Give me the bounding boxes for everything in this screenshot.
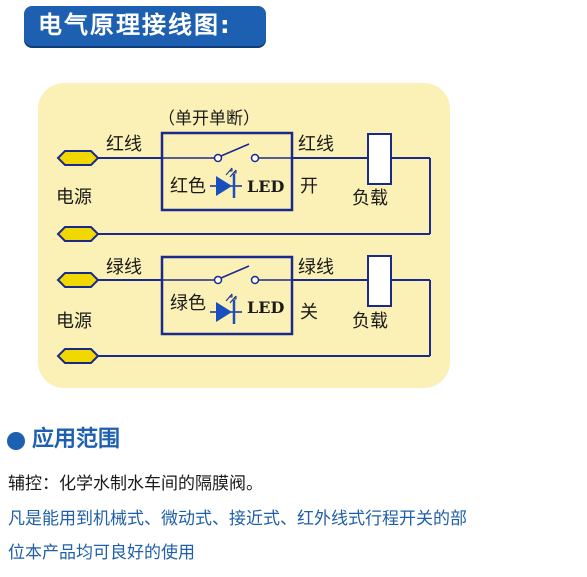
switch-box-top [160, 131, 294, 212]
circuit-bottom: 绿线 绿线 绿色 LED 关 电源 负载 [56, 255, 431, 364]
led-top-rays [225, 167, 237, 178]
load-top [367, 133, 392, 185]
led-top-triangle [216, 176, 232, 196]
application-title: 应用范围 [32, 427, 121, 452]
application-line-3: 位本产品均可良好的使用 [8, 543, 195, 563]
wire-bottom-out-label: 绿线 [298, 257, 334, 278]
diagram-panel [38, 83, 450, 388]
section-bullet-icon [7, 432, 25, 450]
switch-box-bottom [160, 255, 294, 336]
terminal-bottom-2 [56, 348, 100, 364]
source-bottom-label: 电源 [56, 311, 92, 332]
wire-top-in-label: 红线 [106, 134, 142, 155]
indicator-top-led-label: LED [247, 177, 284, 196]
terminal-bottom-1 [56, 272, 100, 288]
terminal-top-2 [56, 226, 100, 242]
switch-top-lever [220, 143, 250, 157]
source-top-label: 电源 [56, 187, 92, 208]
load-bottom-label: 负载 [352, 311, 388, 332]
indicator-bottom-led-label: LED [247, 298, 284, 317]
mode-label: （单开单断） [158, 109, 260, 129]
header-banner [24, 6, 266, 46]
indicator-top-color-label: 红色 [170, 176, 206, 197]
terminal-top-1 [56, 150, 100, 166]
switch-top-contact-left [213, 153, 223, 163]
wire-top-out-label: 红线 [298, 134, 334, 155]
load-top-label: 负载 [352, 188, 388, 209]
switch-bottom-lever [220, 265, 250, 279]
wiring-diagram: （单开单断） 红线 红线 红色 LED 开 电源 负载 绿线 绿线 绿色 LED… [38, 83, 450, 388]
application-line-1: 辅控：化学水制水车间的隔膜阀。 [8, 474, 263, 494]
led-bottom-triangle [216, 302, 232, 322]
wire-bottom-in-label: 绿线 [106, 257, 142, 278]
circuit-top: （单开单断） 红线 红线 红色 LED 开 电源 负载 [56, 109, 431, 242]
switch-bottom-state-label: 关 [300, 302, 318, 323]
indicator-bottom-color-label: 绿色 [170, 293, 206, 314]
switch-bottom-contact-right [250, 275, 260, 285]
switch-top-state-label: 开 [300, 176, 318, 197]
load-bottom [367, 255, 392, 307]
page-title: 电气原理接线图: [38, 11, 232, 39]
led-bottom-rays [225, 293, 237, 304]
switch-bottom-contact-left [213, 275, 223, 285]
application-line-2: 凡是能用到机械式、微动式、接近式、红外线式行程开关的部 [8, 509, 467, 529]
switch-top-contact-right [250, 153, 260, 163]
